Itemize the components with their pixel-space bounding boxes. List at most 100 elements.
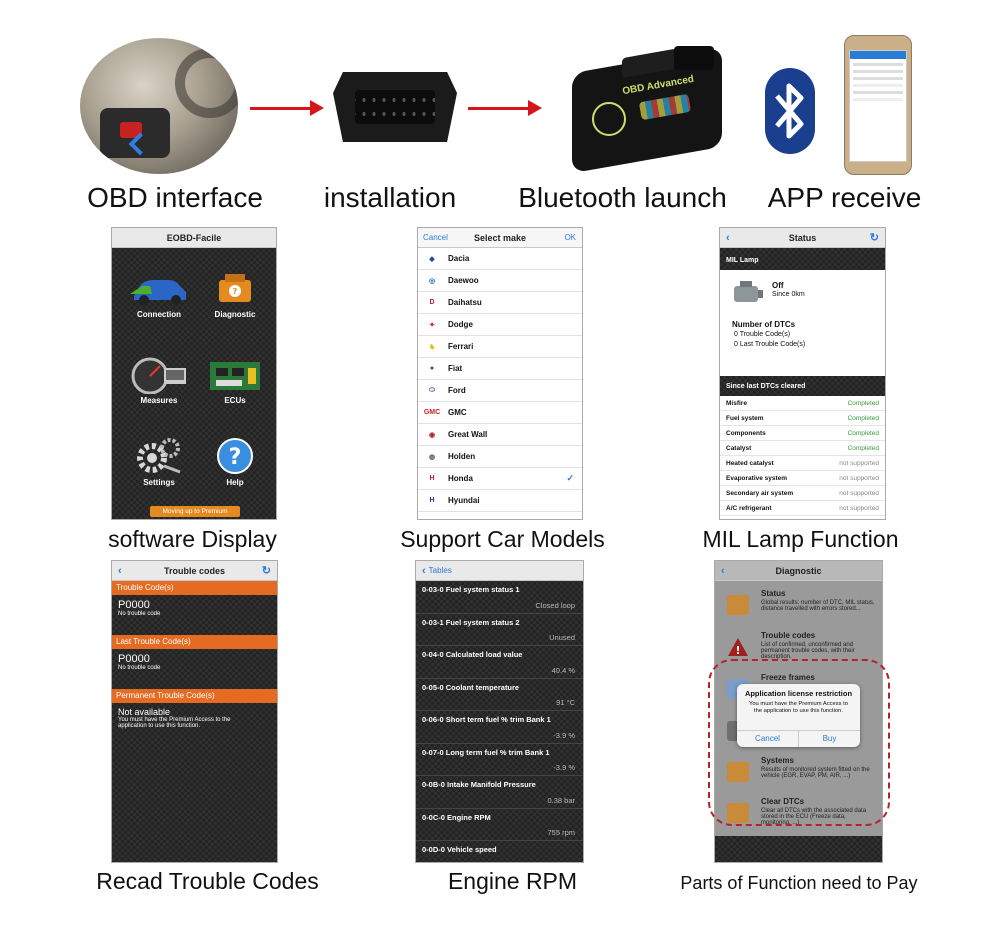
caption-recad-trouble-codes: Recad Trouble Codes [96, 868, 319, 894]
pid-name: 0-03-1 Fuel system status 2 [422, 617, 520, 627]
status-row-value: Completed [847, 399, 879, 407]
pid-value: Closed loop [535, 600, 575, 610]
status-row-name: A/C refrigerant [726, 504, 772, 512]
make-name: Honda [448, 474, 473, 483]
make-row[interactable]: ✦Dodge [418, 314, 582, 336]
pid-name: 0-05-0 Coolant temperature [422, 682, 520, 692]
status-row: A/C refrigerant not supported [720, 501, 885, 516]
tile-diagnostic[interactable]: ? Diagnostic [202, 272, 268, 319]
caption-engine-rpm: Engine RPM [447, 868, 578, 894]
dialog-cancel-button[interactable]: Cancel [737, 731, 799, 747]
pid-row[interactable]: 0-07-0 Long term fuel % trim Bank 1-3.9 … [416, 744, 583, 776]
engine-icon [727, 762, 749, 782]
brand-logo-icon: ● [429, 365, 435, 372]
code-subtext: No trouble code [118, 611, 161, 617]
tile-ecus[interactable]: ECUs [202, 356, 268, 405]
tile-measures[interactable]: Measures [126, 356, 192, 405]
diag-item-status[interactable]: Status Global results: number of DTC, MI… [715, 589, 882, 629]
pid-row[interactable]: 0-05-0 Coolant temperature 91 °C [416, 679, 583, 711]
back-icon[interactable]: ‹ [721, 564, 725, 577]
status-row-name: Secondary air system [726, 489, 794, 497]
diag-item-systems[interactable]: Systems Results of monitored system fitt… [715, 756, 882, 796]
diag-item-clear-dtcs[interactable]: Clear DTCs Clear all DTCs with the assoc… [715, 797, 882, 837]
section-trouble-codes: Trouble Code(s) [112, 581, 277, 595]
caption-obd-interface: OBD interface [87, 182, 263, 213]
tile-help[interactable]: ? Help [202, 436, 268, 487]
brand-logo-icon: ♞ [428, 343, 436, 351]
obd-interface-photo [80, 38, 238, 174]
make-row[interactable]: ◉Great Wall [418, 424, 582, 446]
brand-logo-icon: ◆ [429, 255, 435, 263]
diag-item-trouble-codes[interactable]: ! Trouble codes List of confirmed, uncon… [715, 631, 882, 671]
status-row-value: not supported [839, 489, 879, 497]
code-value: P0000 [118, 653, 150, 665]
make-row[interactable]: ♞Ferrari [418, 336, 582, 358]
section-mil-lamp: MIL Lamp [720, 248, 885, 270]
premium-button[interactable]: Moving up to Premium [150, 506, 240, 517]
make-row[interactable]: H Honda ✓ [418, 468, 582, 490]
back-icon[interactable]: ‹ [726, 231, 730, 244]
not-available-text: You must have the Premium Access to the … [118, 717, 231, 729]
pid-name: 0-06-0 Short term fuel % trim Bank 1 [422, 715, 551, 724]
pid-value: 91 °C [556, 698, 575, 707]
dialog-buy-button[interactable]: Buy [822, 734, 837, 743]
status-row-value: Completed [847, 444, 879, 452]
refresh-icon[interactable]: ↻ [261, 565, 271, 577]
brand-logo-icon: H [429, 475, 435, 482]
code-value: P0000 [118, 599, 150, 611]
brand-logo-icon: ⬭ [429, 386, 435, 394]
ok-button[interactable]: OK [564, 233, 576, 242]
caption-installation: installation [323, 182, 457, 213]
make-name: GMC [448, 408, 467, 417]
trouble-codes-title: Trouble codes [163, 565, 225, 576]
warning-icon: ! [727, 637, 749, 657]
help-icon: ? [217, 438, 253, 474]
make-row[interactable]: ⬭Ford [418, 380, 582, 402]
status-row-name: Fuel system [726, 414, 764, 422]
status-title: Status [788, 232, 817, 243]
cancel-button[interactable]: Cancel [423, 233, 448, 242]
status-row-value: Completed [848, 520, 879, 521]
make-row[interactable]: ◍Holden [418, 446, 582, 468]
pid-value: 0.38 bar [547, 795, 575, 805]
make-name: Fiat [448, 364, 463, 373]
make-row[interactable]: ● Fiat [418, 358, 582, 380]
pid-row[interactable]: 0-03-0 Fuel system status 1 Closed loop [416, 581, 583, 614]
make-row[interactable]: ◆Dacia [418, 248, 582, 270]
not-available-item: Not available You must have the Premium … [112, 703, 277, 753]
license-dialog: Application license restriction You must… [737, 684, 860, 747]
status-row-value: not supported [839, 459, 879, 467]
code-item[interactable]: P0000 No trouble code [112, 649, 277, 689]
code-item[interactable]: P0000 No trouble code [112, 595, 277, 635]
tile-settings[interactable]: Settings [126, 436, 192, 487]
refresh-icon[interactable]: ↻ [869, 232, 879, 244]
checkmark-icon: ✓ [566, 473, 574, 483]
make-row[interactable]: ◎Daewoo [418, 270, 582, 292]
obd-bluetooth-device: OBD Advanced [562, 40, 732, 174]
diag-item-title: Trouble codes [761, 631, 816, 640]
paid-functions-highlight [708, 659, 890, 826]
svg-text:?: ? [229, 445, 242, 470]
tile-connection[interactable]: Connection [126, 272, 192, 319]
status-row-value: not supported [839, 504, 879, 512]
pid-row[interactable]: 0-06-0 Short term fuel % trim Bank 1-3.9… [416, 711, 583, 744]
tables-back-label[interactable]: Tables [428, 566, 452, 575]
pid-row[interactable]: 0-0D-0 Vehicle speed [416, 841, 583, 862]
back-icon[interactable]: ‹ [118, 564, 122, 577]
status-row-name: Evaporative system [726, 474, 788, 482]
pid-name: 0-03-0 Fuel system status 1 [422, 585, 520, 594]
app-title: EOBD-Facile [112, 228, 276, 248]
back-icon[interactable]: ‹ [422, 564, 426, 577]
